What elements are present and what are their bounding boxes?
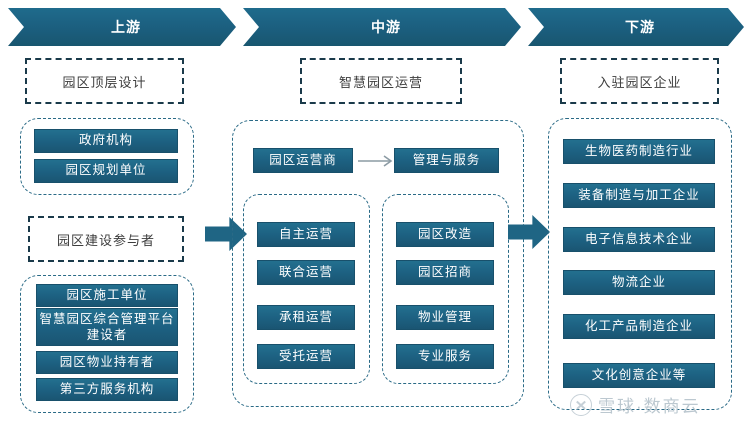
downstream-box-equipment-manufacturing: 装备制造与加工企业: [563, 183, 715, 208]
downstream-title-box: 入驻园区企业: [560, 58, 719, 104]
upstream-box-platform-builder: 智慧园区综合管理平台建设者: [36, 308, 178, 346]
downstream-box-cultural-creative: 文化创意企业等: [563, 363, 715, 388]
upstream-title-box: 园区顶层设计: [25, 58, 184, 104]
downstream-box-logistics-label: 物流企业: [611, 274, 666, 289]
downstream-box-biopharma: 生物医药制造行业: [563, 139, 715, 164]
upstream-box-government: 政府机构: [34, 129, 178, 153]
upstream-box-property-holder-label: 园区物业持有者: [59, 354, 155, 369]
stage-header-upstream: 上游: [8, 8, 236, 46]
arrow-operator-to-service-icon: [358, 155, 393, 167]
midstream-title-box: 智慧园区运营: [300, 58, 462, 104]
midstream-subgroup-operation-modes: [243, 194, 370, 384]
midstream-box-property-management: 物业管理: [396, 305, 494, 330]
midstream-box-entrusted-operation-label: 受托运营: [278, 348, 333, 363]
upstream-box-planning-unit: 园区规划单位: [34, 159, 178, 183]
upstream-participants-label: 园区建设参与者: [56, 232, 155, 248]
midstream-box-management-service: 管理与服务: [394, 148, 499, 173]
downstream-box-chemical: 化工产品制造企业: [563, 314, 715, 339]
midstream-box-joint-operation-label: 联合运营: [278, 264, 333, 279]
midstream-box-management-service-label: 管理与服务: [412, 152, 481, 167]
downstream-box-cultural-creative-label: 文化创意企业等: [591, 367, 687, 382]
midstream-box-operator: 园区运营商: [253, 148, 353, 173]
downstream-box-biopharma-label: 生物医药制造行业: [584, 143, 693, 158]
stage-header-downstream-label: 下游: [625, 19, 655, 35]
upstream-box-third-party-label: 第三方服务机构: [59, 381, 155, 396]
downstream-title-label: 入驻园区企业: [597, 74, 682, 90]
upstream-box-platform-builder-label: 智慧园区综合管理平台建设者: [39, 311, 175, 342]
midstream-box-park-renovation: 园区改造: [396, 222, 494, 247]
midstream-box-self-operation: 自主运营: [257, 222, 355, 247]
upstream-group-builders: [20, 275, 194, 413]
downstream-box-chemical-label: 化工产品制造企业: [584, 318, 693, 333]
midstream-group-outer: [232, 120, 524, 407]
midstream-subgroup-services: [382, 194, 509, 384]
upstream-group-planners: [20, 118, 194, 195]
midstream-box-joint-operation: 联合运营: [257, 260, 355, 285]
downstream-group-tenants: [548, 118, 732, 410]
stage-header-midstream: 中游: [243, 8, 521, 46]
upstream-title-label: 园区顶层设计: [62, 74, 147, 90]
midstream-box-park-renovation-label: 园区改造: [417, 226, 472, 241]
stage-header-upstream-label: 上游: [111, 19, 141, 35]
upstream-box-third-party: 第三方服务机构: [36, 378, 178, 401]
midstream-box-lease-operation: 承租运营: [257, 305, 355, 330]
midstream-box-park-investment: 园区招商: [396, 260, 494, 285]
midstream-box-property-management-label: 物业管理: [417, 309, 472, 324]
midstream-box-entrusted-operation: 受托运营: [257, 344, 355, 369]
upstream-participants-box: 园区建设参与者: [28, 216, 184, 262]
upstream-box-construction-unit: 园区施工单位: [36, 284, 178, 307]
downstream-box-electronic-info-label: 电子信息技术企业: [584, 231, 693, 246]
midstream-box-park-investment-label: 园区招商: [417, 264, 472, 279]
stage-header-downstream: 下游: [528, 8, 744, 46]
downstream-box-electronic-info: 电子信息技术企业: [563, 227, 715, 252]
upstream-box-planning-unit-label: 园区规划单位: [65, 163, 147, 178]
midstream-box-self-operation-label: 自主运营: [278, 226, 333, 241]
midstream-title-label: 智慧园区运营: [338, 74, 423, 90]
downstream-box-equipment-manufacturing-label: 装备制造与加工企业: [578, 187, 700, 202]
midstream-box-lease-operation-label: 承租运营: [278, 309, 333, 324]
midstream-box-professional-service-label: 专业服务: [417, 348, 472, 363]
upstream-box-construction-unit-label: 园区施工单位: [66, 287, 148, 302]
stage-header-midstream-label: 中游: [371, 19, 401, 35]
downstream-box-logistics: 物流企业: [563, 270, 715, 295]
upstream-box-property-holder: 园区物业持有者: [36, 351, 178, 374]
upstream-box-government-label: 政府机构: [78, 133, 133, 148]
midstream-box-professional-service: 专业服务: [396, 344, 494, 369]
midstream-box-operator-label: 园区运营商: [269, 152, 337, 167]
